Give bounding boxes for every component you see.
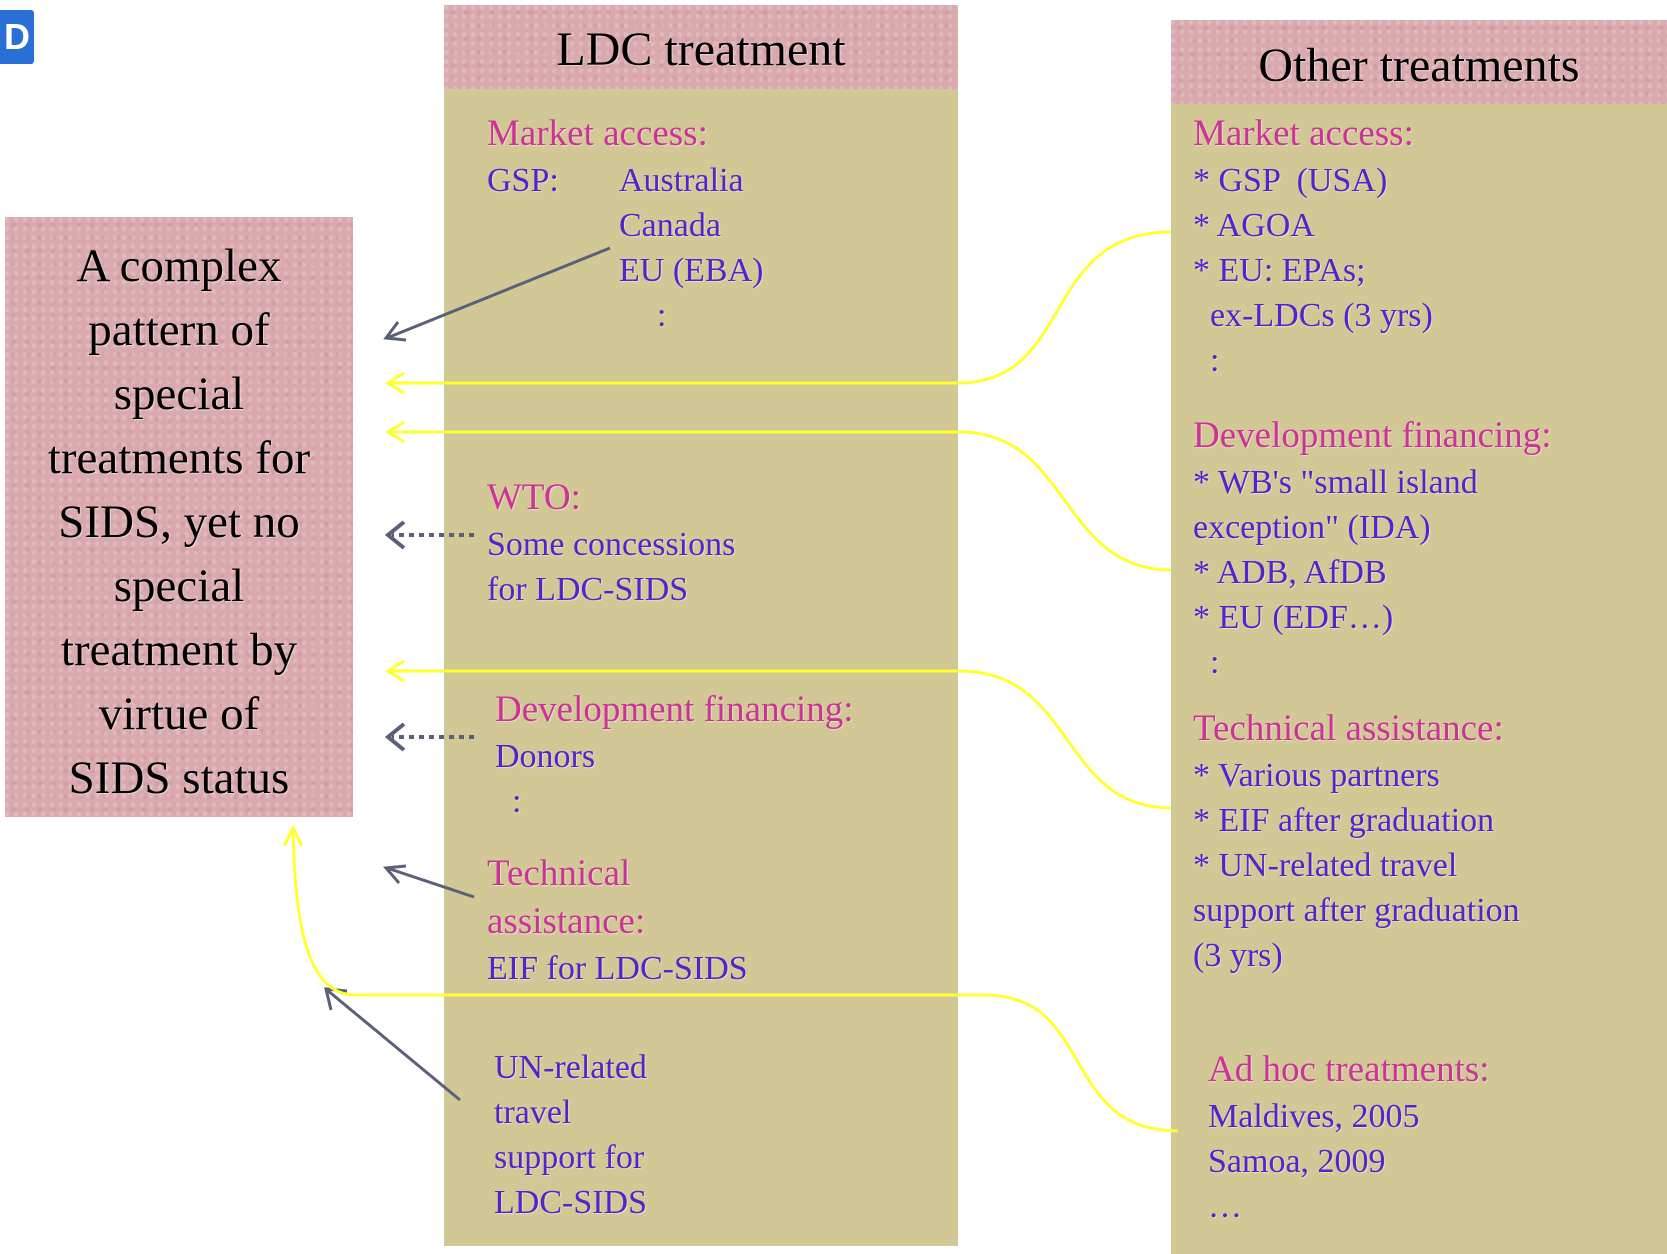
other-ad-hoc-arrow: [282, 824, 1179, 1133]
other-column-header: Other treatments: [1171, 20, 1667, 104]
ldc-un-travel-arrow: [324, 987, 461, 1102]
summary-box: A complex pattern of special treatments …: [5, 217, 353, 817]
other-dev-financing-arrow: [385, 420, 1172, 572]
summary-line: special: [113, 560, 245, 612]
other-column-title: Other treatments: [1258, 39, 1580, 92]
other-ta-line: * EIF after graduation: [1193, 802, 1495, 839]
other-market-access: Market access: * GSP (USA) * AGOA * EU: …: [1193, 110, 1433, 383]
summary-line: SIDS, yet no: [58, 496, 300, 548]
summary-text: A complex pattern of special treatments …: [5, 217, 353, 810]
ldc-dev-financing-heading: Development financing:: [495, 689, 854, 730]
ldc-wto-line: for LDC-SIDS: [487, 571, 689, 608]
other-market-access-line: * EU: EPAs;: [1193, 252, 1366, 289]
ldc-ta-line: EIF for LDC-SIDS: [487, 950, 748, 987]
ldc-column-title: LDC treatment: [556, 23, 846, 76]
ldc-wto: WTO: Some concessions for LDC-SIDS: [487, 474, 735, 612]
other-ad-hoc-line: Maldives, 2005: [1208, 1098, 1420, 1135]
ldc-ta-heading: Technical: [487, 853, 631, 894]
ldc-un-travel: UN-related travel support for LDC-SIDS: [494, 1045, 647, 1225]
other-ad-hoc-line: …: [1208, 1188, 1242, 1225]
other-dev-financing-line: :: [1193, 644, 1220, 681]
ldc-gsp-item: EU (EBA): [619, 252, 764, 289]
ldc-technical-assistance: Technical assistance: EIF for LDC-SIDS: [487, 850, 748, 991]
summary-line: pattern of: [88, 304, 270, 356]
ldc-dev-financing-arrow: [384, 722, 474, 752]
ldc-gsp-label: GSP:: [487, 162, 559, 199]
other-dev-financing-line: * EU (EDF…): [1193, 599, 1394, 636]
ldc-dev-financing-line: :: [495, 783, 522, 820]
ldc-gsp-item: Australia: [619, 162, 744, 199]
summary-line: SIDS status: [68, 752, 290, 804]
other-market-access-line: * GSP (USA): [1193, 162, 1388, 199]
summary-line: special: [113, 368, 245, 420]
ldc-wto-line: Some concessions: [487, 526, 736, 563]
other-market-access-line: :: [1193, 342, 1220, 379]
other-dev-financing-line: * WB's "small island: [1193, 464, 1478, 501]
other-dev-financing: Development financing: * WB's "small isl…: [1193, 412, 1552, 685]
other-ta-line: support after graduation: [1193, 892, 1520, 929]
ldc-un-travel-line: UN-related: [494, 1049, 647, 1086]
ldc-gsp-block: GSP: Australia Canada EU (EBA) :: [487, 158, 763, 338]
other-ta-line: (3 yrs): [1193, 937, 1283, 974]
ldc-ta-heading: assistance:: [487, 901, 646, 942]
ldc-dev-financing-line: Donors: [495, 738, 596, 775]
other-technical-assistance: Technical assistance: * Various partners…: [1193, 705, 1520, 978]
logo-badge: D: [0, 10, 34, 64]
summary-line: treatments for: [47, 432, 311, 484]
summary-line: virtue of: [98, 688, 260, 740]
ldc-column-header: LDC treatment: [444, 5, 958, 89]
other-ta-line: * Various partners: [1193, 757, 1440, 794]
other-market-access-line: * AGOA: [1193, 207, 1315, 244]
other-dev-financing-line: * ADB, AfDB: [1193, 554, 1387, 591]
other-technical-assistance-arrow: [385, 659, 1172, 810]
ldc-gsp-item: Canada: [619, 207, 721, 244]
other-market-access-heading: Market access:: [1193, 113, 1414, 154]
ldc-un-travel-line: LDC-SIDS: [494, 1184, 648, 1221]
ldc-market-access: Market access: GSP: Australia Canada EU …: [487, 110, 763, 338]
ldc-wto-heading: WTO:: [487, 477, 581, 518]
ldc-wto-arrow: [384, 520, 474, 550]
other-ad-hoc: Ad hoc treatments: Maldives, 2005 Samoa,…: [1208, 1046, 1490, 1229]
logo-text: D: [4, 16, 30, 57]
summary-line: treatment by: [60, 624, 298, 676]
other-market-access-arrow: [385, 230, 1172, 395]
ldc-gsp-list: Australia Canada EU (EBA) :: [619, 158, 763, 338]
other-market-access-line: ex-LDCs (3 yrs): [1193, 297, 1433, 334]
other-column-body: [1171, 104, 1667, 1254]
ldc-market-access-heading: Market access:: [487, 113, 708, 154]
summary-line: A complex: [76, 240, 282, 292]
other-ta-heading: Technical assistance:: [1193, 708, 1504, 749]
other-ta-line: * UN-related travel: [1193, 847, 1458, 884]
ldc-market-access-arrow: [383, 246, 611, 342]
other-dev-financing-line: exception" (IDA): [1193, 509, 1431, 546]
ldc-gsp-ellipsis: :: [657, 297, 667, 334]
ldc-technical-assistance-arrow: [382, 864, 475, 899]
other-ad-hoc-heading: Ad hoc treatments:: [1208, 1049, 1490, 1090]
ldc-un-travel-line: support for: [494, 1139, 645, 1176]
ldc-un-travel-line: travel: [494, 1094, 572, 1131]
other-dev-financing-heading: Development financing:: [1193, 415, 1552, 456]
other-ad-hoc-line: Samoa, 2009: [1208, 1143, 1386, 1180]
ldc-dev-financing: Development financing: Donors :: [495, 686, 854, 824]
